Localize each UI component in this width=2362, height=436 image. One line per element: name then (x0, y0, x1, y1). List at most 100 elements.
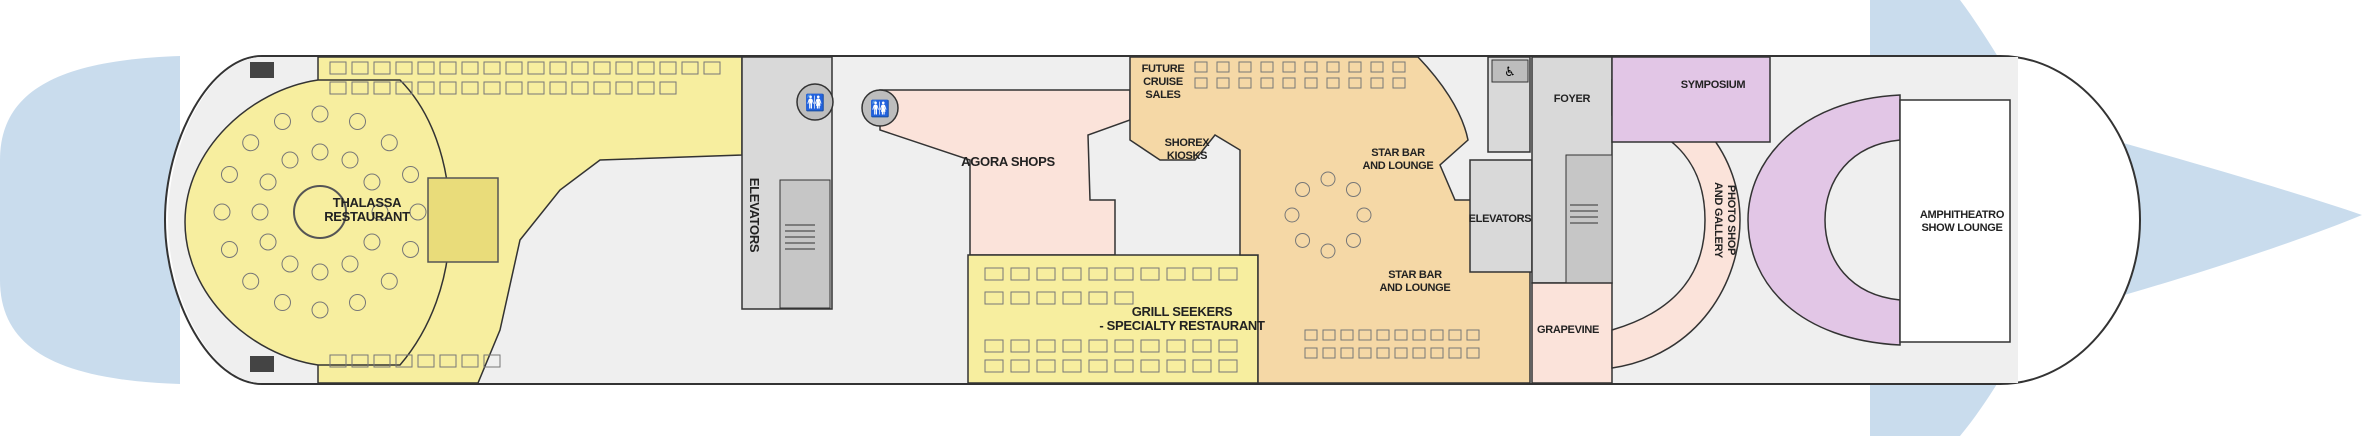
table (220, 165, 238, 183)
table (417, 354, 435, 368)
table (615, 61, 633, 75)
table (1304, 347, 1318, 359)
stairs-icon (785, 224, 815, 250)
table (1320, 171, 1336, 187)
table (571, 61, 589, 75)
table (439, 61, 457, 75)
label-foyer: FOYER (1554, 93, 1591, 105)
table (1260, 61, 1274, 73)
table (637, 61, 655, 75)
table (395, 61, 413, 75)
table (329, 81, 347, 95)
table (1088, 267, 1108, 281)
table (311, 143, 329, 161)
thalassa-restaurant-area (184, 56, 743, 384)
table (1356, 207, 1372, 223)
table (380, 272, 398, 290)
table (1304, 329, 1318, 341)
table (1345, 182, 1361, 198)
table (1216, 61, 1230, 73)
table (1166, 359, 1186, 373)
table (1340, 347, 1354, 359)
table (341, 151, 359, 169)
table (409, 203, 427, 221)
table (1192, 267, 1212, 281)
svg-text:♿: ♿ (1504, 65, 1516, 80)
table (984, 359, 1004, 373)
table (1466, 347, 1480, 359)
table (1218, 267, 1238, 281)
table (1394, 329, 1408, 341)
table (1412, 329, 1426, 341)
table (1322, 329, 1336, 341)
table (593, 81, 611, 95)
amphitheatro-stage (1899, 99, 2011, 343)
table (1326, 77, 1340, 89)
table (1140, 359, 1160, 373)
table (1140, 267, 1160, 281)
table (1282, 61, 1296, 73)
table (461, 354, 479, 368)
stairs-icon (1570, 204, 1598, 224)
accessible-icon: ♿ (1491, 59, 1529, 83)
table (373, 81, 391, 95)
table (351, 81, 369, 95)
table (349, 294, 367, 312)
table (1370, 77, 1384, 89)
table (1010, 359, 1030, 373)
table (1370, 61, 1384, 73)
table-clusters (213, 61, 1480, 373)
table (549, 61, 567, 75)
table (1376, 347, 1390, 359)
table (637, 81, 655, 95)
table (984, 339, 1004, 353)
table (505, 61, 523, 75)
table (1062, 267, 1082, 281)
stern-wake (0, 56, 180, 384)
table (1304, 77, 1318, 89)
table (380, 134, 398, 152)
table (1218, 359, 1238, 373)
thalassa-round-room (184, 79, 451, 366)
elevator-shaft-mid (779, 179, 831, 309)
label-elevators-mid: ELEVATORS (747, 178, 762, 253)
label-photo-shop: PHOTO SHOPAND GALLERY (1712, 182, 1737, 259)
table (273, 294, 291, 312)
table (1088, 291, 1108, 305)
table (259, 173, 277, 191)
table (483, 354, 501, 368)
table (549, 81, 567, 95)
table (373, 354, 391, 368)
table (395, 354, 413, 368)
thalassa-center-feature (293, 185, 347, 239)
table (395, 81, 413, 95)
table (351, 61, 369, 75)
table (1114, 339, 1134, 353)
table (984, 291, 1004, 305)
table (1358, 329, 1372, 341)
table (1466, 329, 1480, 341)
table (1238, 77, 1252, 89)
table (1340, 329, 1354, 341)
table (1448, 347, 1462, 359)
lifeboat-icon (250, 356, 274, 372)
table (1394, 347, 1408, 359)
table (571, 81, 589, 95)
table (659, 81, 677, 95)
table (1062, 339, 1082, 353)
table (1326, 61, 1340, 73)
table (351, 354, 369, 368)
label-grill: GRILL SEEKERS- SPECIALTY RESTAURANT (1099, 304, 1265, 333)
table (363, 173, 381, 191)
label-symposium: SYMPOSIUM (1681, 79, 1746, 91)
table (371, 203, 389, 221)
table (1392, 61, 1406, 73)
table (1238, 61, 1252, 73)
table (1260, 77, 1274, 89)
table (1114, 291, 1134, 305)
